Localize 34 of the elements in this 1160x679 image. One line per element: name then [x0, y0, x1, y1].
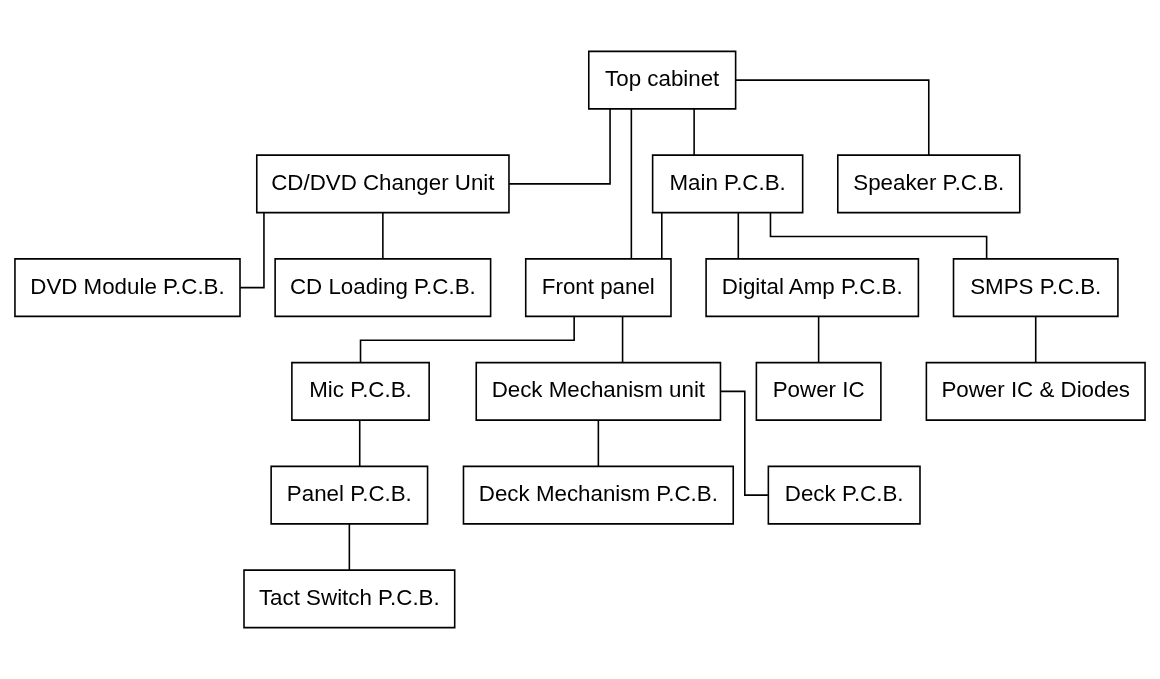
node-box: Main P.C.B.: [651, 154, 804, 214]
node-box: Mic P.C.B.: [291, 361, 430, 421]
connector: [359, 315, 575, 364]
node-box: DVD Module P.C.B.: [14, 258, 241, 318]
connector: [769, 211, 988, 260]
node-box: Power IC & Diodes: [925, 361, 1146, 421]
connector: [348, 523, 351, 571]
connector: [508, 108, 611, 185]
node-box: CD Loading P.C.B.: [274, 258, 492, 318]
node-box: Power IC: [755, 361, 882, 421]
connector: [693, 108, 695, 156]
node-box: Top cabinet: [588, 50, 737, 110]
connector: [239, 212, 265, 289]
connector: [737, 212, 740, 260]
node-box: Panel P.C.B.: [270, 465, 429, 525]
connector: [661, 212, 663, 260]
connector: [382, 212, 384, 260]
connector: [817, 315, 820, 364]
connector: [630, 108, 633, 260]
node-box: Deck P.C.B.: [767, 465, 921, 525]
connector: [719, 390, 769, 496]
node-box: Deck Mechanism P.C.B.: [462, 465, 735, 525]
node-box: SMPS P.C.B.: [952, 258, 1119, 318]
node-box: Digital Amp P.C.B.: [705, 258, 920, 318]
connector: [358, 419, 361, 468]
node-box: Tact Switch P.C.B.: [243, 569, 456, 629]
node-box: CD/DVD Changer Unit: [255, 154, 510, 214]
connector: [597, 419, 600, 468]
connector: [621, 315, 624, 364]
node-box: Speaker P.C.B.: [837, 154, 1021, 214]
node-box: Deck Mechanism unit: [475, 361, 722, 421]
connector: [1034, 315, 1037, 364]
node-box: Front panel: [524, 258, 672, 318]
connector: [734, 79, 930, 156]
